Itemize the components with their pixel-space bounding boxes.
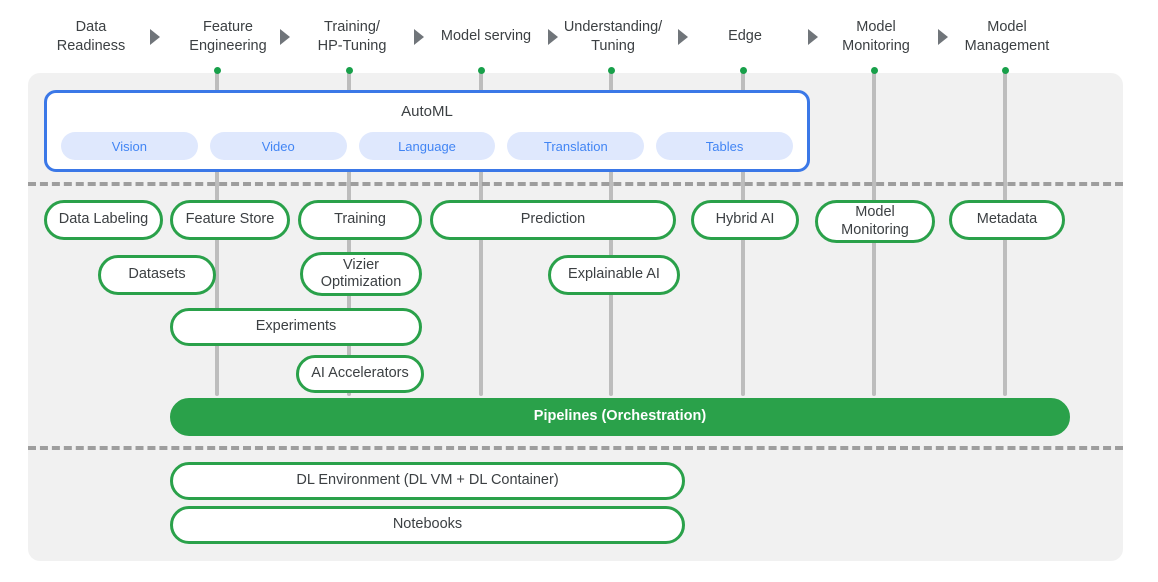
automl-chip-tables[interactable]: Tables bbox=[656, 132, 793, 160]
stage-strip: Data Readiness Feature Engineering Trainin… bbox=[0, 0, 1158, 73]
stage-label-5: Edge bbox=[728, 28, 762, 45]
stage-arrow-icon-4 bbox=[674, 0, 692, 73]
pill-dl-environment[interactable]: DL Environment (DL VM + DL Container) bbox=[170, 462, 685, 500]
pill-data-labeling[interactable]: Data Labeling bbox=[44, 200, 163, 240]
automl-chip-translation[interactable]: Translation bbox=[507, 132, 645, 160]
stage-arrow-icon-1 bbox=[276, 0, 294, 73]
pill-ai-accelerators[interactable]: AI Accelerators bbox=[296, 355, 424, 393]
column-dot-5 bbox=[870, 67, 878, 74]
pill-pipelines[interactable]: Pipelines (Orchestration) bbox=[170, 398, 1070, 436]
pill-training[interactable]: Training bbox=[298, 200, 422, 240]
column-dot-2 bbox=[477, 67, 485, 74]
pill-prediction[interactable]: Prediction bbox=[430, 200, 676, 240]
stage-label-3: Model serving bbox=[440, 28, 532, 45]
stage-label-1: Feature Engineering bbox=[189, 18, 267, 54]
column-dot-3 bbox=[607, 67, 615, 74]
column-dot-4 bbox=[739, 67, 747, 74]
pill-notebooks[interactable]: Notebooks bbox=[170, 506, 685, 544]
stage-label-0: Data Readiness bbox=[56, 18, 126, 54]
stage-label-7: Model Management bbox=[964, 18, 1050, 54]
stage-label-6: Model Monitoring bbox=[842, 18, 910, 54]
automl-chip-vision[interactable]: Vision bbox=[61, 132, 198, 160]
stage-label-2: Training/ HP-Tuning bbox=[317, 18, 387, 54]
pill-experiments[interactable]: Experiments bbox=[170, 308, 422, 346]
separator-top bbox=[28, 182, 1123, 186]
stage-label-4: Understanding/ Tuning bbox=[563, 18, 663, 54]
automl-chip-row: Vision Video Language Translation Tables bbox=[61, 132, 793, 160]
pill-datasets[interactable]: Datasets bbox=[98, 255, 216, 295]
automl-box[interactable]: AutoML Vision Video Language Translation Tab… bbox=[44, 90, 810, 172]
stage-arrow-icon-0 bbox=[146, 0, 164, 73]
stage-arrow-icon-3 bbox=[544, 0, 562, 73]
stage-arrow-icon-5 bbox=[804, 0, 822, 73]
pill-metadata[interactable]: Metadata bbox=[949, 200, 1065, 240]
stage-arrow-icon-6 bbox=[934, 0, 952, 73]
automl-chip-language[interactable]: Language bbox=[358, 132, 496, 160]
column-dot-6 bbox=[1001, 67, 1009, 74]
pill-vizier[interactable]: Vizier Optimization bbox=[300, 252, 422, 296]
automl-title: AutoML bbox=[401, 103, 453, 120]
pill-explainable-ai[interactable]: Explainable AI bbox=[548, 255, 680, 295]
column-dot-0 bbox=[213, 67, 221, 74]
separator-bottom bbox=[28, 446, 1123, 450]
pill-hybrid-ai[interactable]: Hybrid AI bbox=[691, 200, 799, 240]
automl-chip-video[interactable]: Video bbox=[209, 132, 347, 160]
pill-feature-store[interactable]: Feature Store bbox=[170, 200, 290, 240]
stage-arrow-icon-2 bbox=[410, 0, 428, 73]
column-dot-1 bbox=[345, 67, 353, 74]
pill-model-monitoring[interactable]: Model Monitoring bbox=[815, 200, 935, 243]
